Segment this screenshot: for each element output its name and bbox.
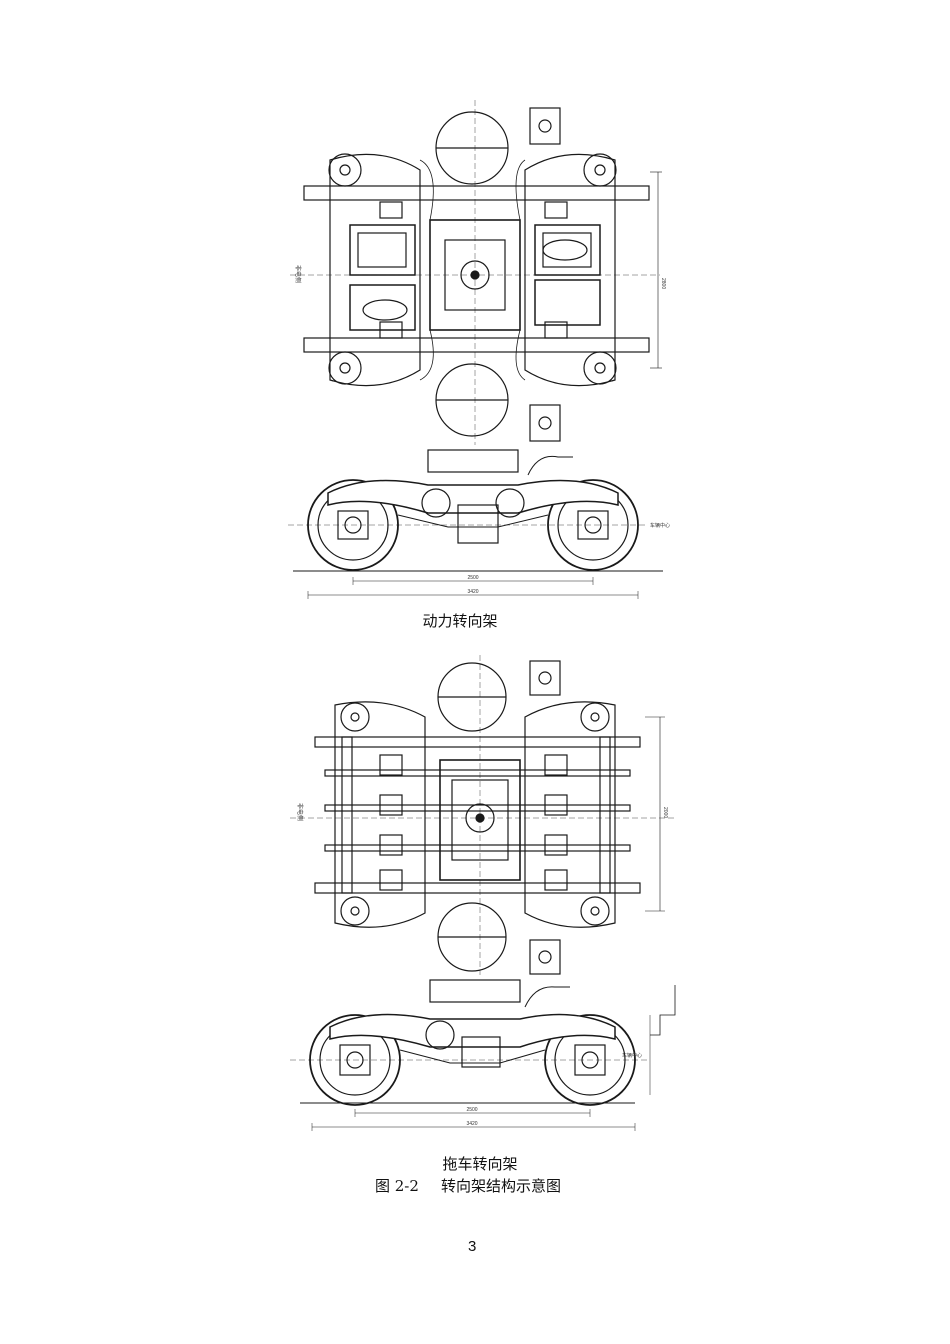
figure-title: 转向架结构示意图 [440,1177,561,1195]
power-elev-dimension-1: 2500 [467,575,478,581]
power-side-label: 非电侧 [294,265,302,283]
trailer-elev-center-label: 车辆中心 [622,1052,642,1059]
trailer-bogie-plan-drawing: 2000 非电侧 [290,655,690,975]
figure-number: 图 2-2 [375,1177,419,1195]
power-bogie-elevation-drawing: 2500 3420 车辆中心 [288,445,678,610]
trailer-side-label: 非电侧 [296,803,304,821]
power-bogie-caption: 动力转向架 [422,612,498,630]
power-elev-center-label: 车辆中心 [650,522,670,529]
figure-caption: 图 2-2 转向架结构示意图 [375,1175,561,1196]
power-plan-dimension: 2800 [660,278,666,289]
trailer-bogie-elevation-drawing: 2500 3420 车辆中心 [290,975,690,1135]
trailer-bogie-caption: 拖车转向架 [442,1155,518,1173]
trailer-plan-dimension: 2000 [662,807,668,818]
page-number: 3 [468,1238,477,1255]
power-elev-dimension-2: 3420 [467,589,478,595]
trailer-elev-dimension-2: 3420 [466,1121,477,1127]
power-bogie-plan-drawing: 2800 非电侧 [290,100,670,445]
trailer-elev-dimension-1: 2500 [466,1107,477,1113]
